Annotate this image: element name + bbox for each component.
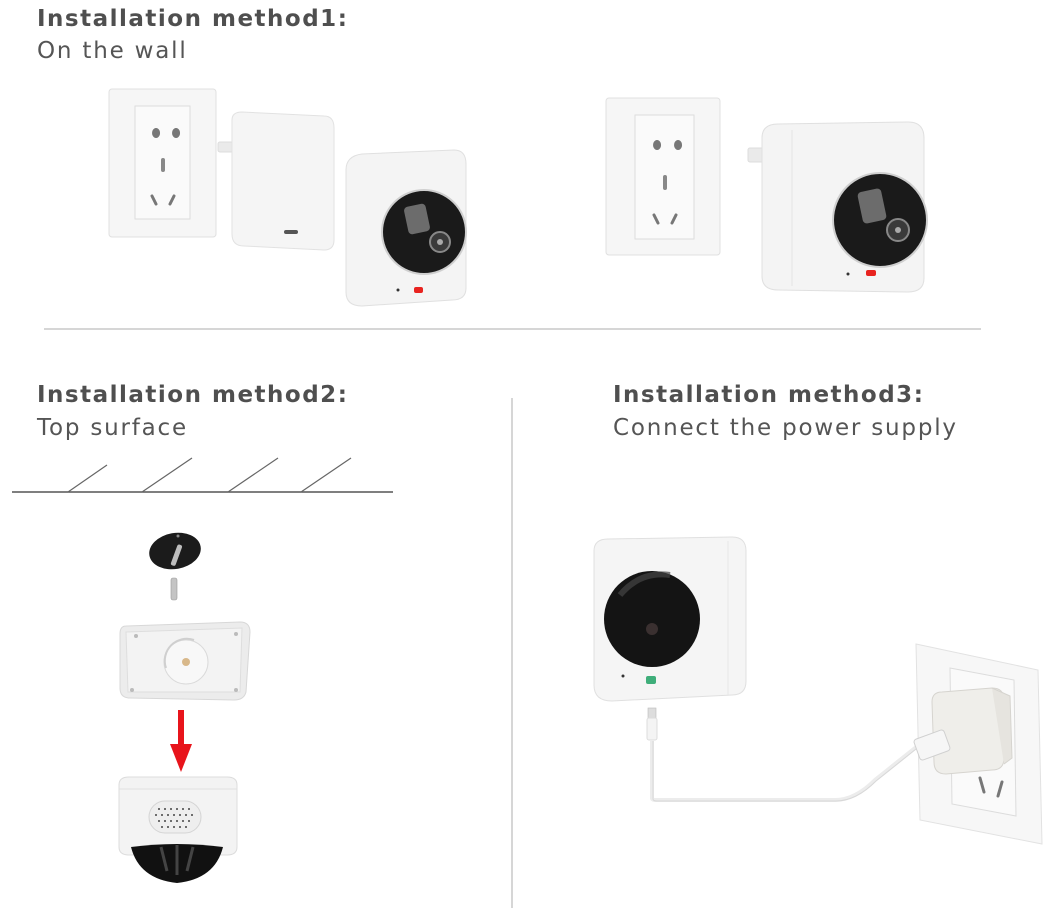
power-adapter-illustration (217, 111, 335, 251)
camera-illustration (345, 149, 467, 307)
usb-cable-illustration (646, 707, 927, 802)
wall-socket-illustration (108, 88, 217, 238)
camera-assembled-illustration (747, 121, 928, 293)
wall-socket-illustration-2 (605, 97, 721, 256)
section2-subtitle: Top surface (37, 415, 188, 441)
horizontal-divider (44, 328, 981, 330)
camera-illustration-3 (593, 536, 747, 702)
camera-inverted-illustration (118, 776, 238, 883)
section2-title: Installation method2: (37, 382, 349, 408)
mounting-disc-illustration (149, 532, 201, 601)
ceiling-surface-icon (12, 457, 393, 493)
section1-title: Installation method1: (37, 6, 349, 32)
section1-subtitle: On the wall (37, 38, 188, 64)
section3-title: Installation method3: (613, 382, 925, 408)
vertical-divider (511, 398, 513, 908)
down-arrow-icon (170, 710, 192, 772)
mounting-base-illustration (119, 621, 251, 701)
section3-subtitle: Connect the power supply (613, 415, 958, 441)
usb-charger-socket-illustration (913, 643, 1043, 845)
